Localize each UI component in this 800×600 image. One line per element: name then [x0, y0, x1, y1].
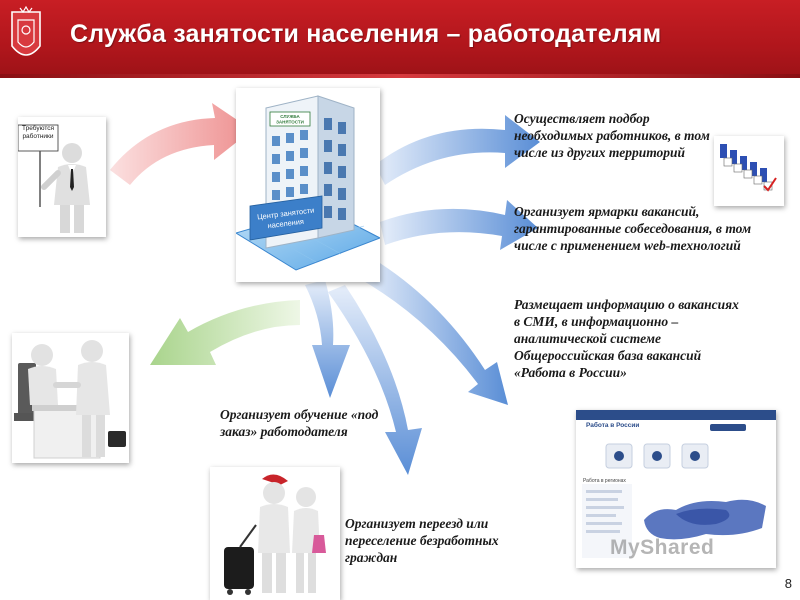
building-illustration: СЛУЖБА ЗАНЯТОСТИ Центр занятости населен… — [236, 95, 380, 271]
service-training-text: Организует обучение «под заказ» работода… — [220, 407, 379, 439]
arrow-employer-to-center — [110, 103, 252, 185]
page-title: Служба занятости населения – работодател… — [70, 20, 662, 48]
portal-illustration — [576, 410, 776, 568]
service-selection-text: Осуществляет подбор необходимых работник… — [514, 111, 710, 160]
page-number: 8 — [784, 576, 792, 591]
employer-card: Требуются работники — [18, 117, 106, 237]
watermark: MyShared — [610, 536, 715, 559]
service-media-text: Размещает информацию о вакансиях в СМИ, … — [514, 297, 739, 380]
travellers-card — [210, 467, 340, 600]
arrow-to-training — [305, 280, 350, 398]
header-bar: Служба занятости населения – работодател… — [0, 0, 800, 78]
roof-sign-2: ЗАНЯТОСТИ — [276, 120, 304, 125]
header-stripe — [0, 74, 800, 78]
service-fairs-text: Организует ярмарки вакансий, гарантирова… — [514, 204, 752, 253]
travellers-illustration — [224, 474, 326, 595]
employment-center-card: СЛУЖБА ЗАНЯТОСТИ Центр занятости населен… — [236, 88, 380, 282]
center-sign-2: населения — [267, 217, 304, 230]
arrow-center-to-handshake — [150, 300, 300, 365]
portal-screenshot — [576, 410, 776, 568]
portal-title: Работа в России — [586, 422, 640, 429]
checklist-card — [714, 136, 784, 206]
service-relocation-text: Организует переезд или переселение безра… — [345, 516, 499, 565]
checklist-icon — [720, 144, 777, 192]
portal-regions-label: Работа в регионах — [583, 478, 626, 484]
handshake-illustration — [14, 340, 126, 459]
arrow-to-selection — [375, 115, 540, 185]
arrow-to-portal — [362, 258, 508, 405]
arrow-to-fairs — [380, 200, 538, 250]
arrow-to-relocation — [328, 285, 422, 475]
vacancy-sign: Требуются работники — [22, 125, 54, 140]
handshake-card — [12, 333, 129, 463]
coat-of-arms-icon — [11, 6, 41, 56]
roof-sign: СЛУЖБА — [280, 114, 300, 119]
employer-illustration — [18, 124, 90, 233]
